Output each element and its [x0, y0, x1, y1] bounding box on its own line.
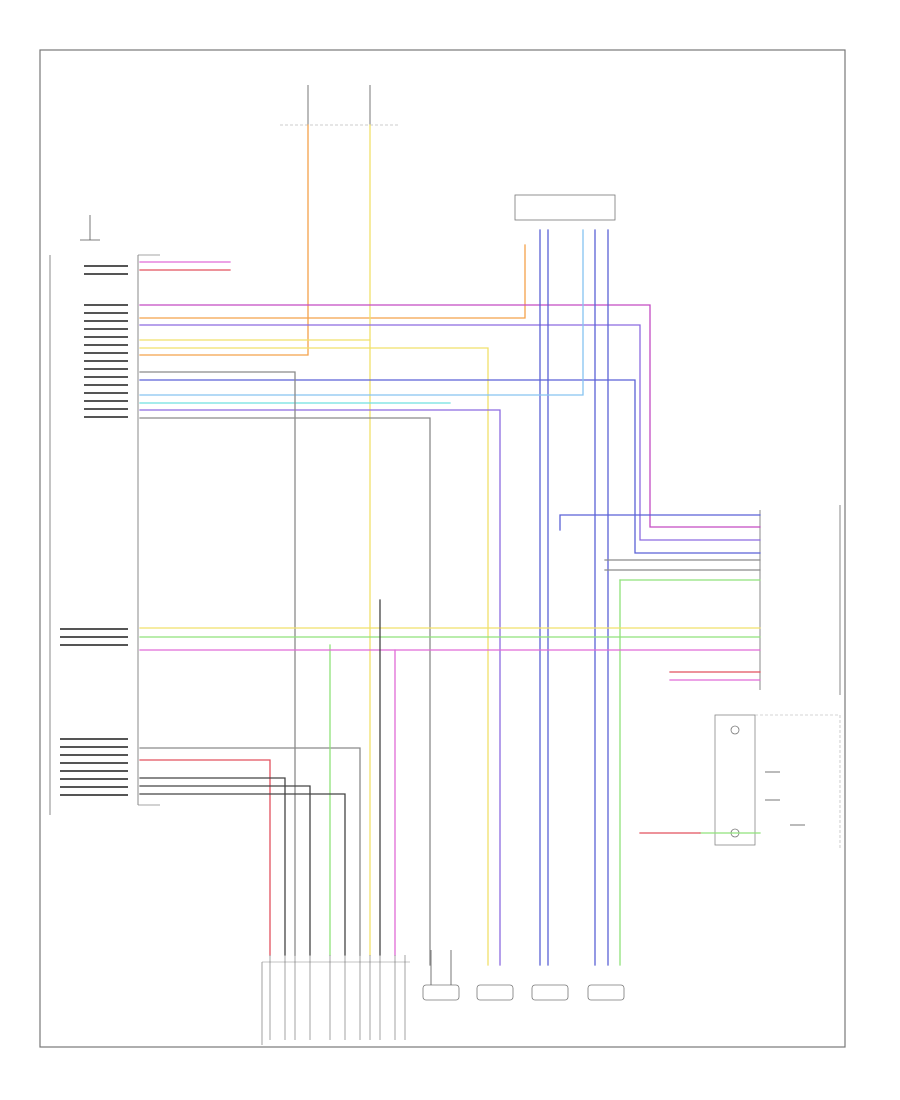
bottom-connector-pins [269, 955, 406, 1040]
wire-dark-1 [139, 777, 286, 956]
wire-gray-1 [139, 371, 296, 956]
wire-gray-2 [139, 417, 431, 966]
diagram-frame [39, 49, 846, 1048]
speaker-left-front [422, 950, 460, 1001]
wire-purple-2 [139, 409, 501, 966]
connector-box [514, 194, 616, 221]
wire-dark-2 [139, 785, 311, 956]
wire-orange-2 [139, 244, 526, 319]
wire-lightblue [139, 229, 584, 396]
speaker-left-rear [587, 984, 625, 1001]
wire-blue-6 [559, 514, 761, 531]
speaker-right-rear [531, 984, 569, 1001]
wire-blue-5 [139, 379, 761, 554]
speaker-right-front [476, 984, 514, 1001]
radio-unit [49, 254, 160, 815]
antenna-symbol [80, 215, 100, 241]
wire-dark-3 [139, 793, 346, 956]
wire-gray-5 [139, 747, 361, 956]
wire-magenta-1 [139, 304, 761, 528]
wire-group [139, 124, 761, 966]
rear-unit [759, 505, 841, 695]
wire-red-bottom [139, 759, 271, 956]
wire-orange [139, 124, 309, 356]
switch-assembly [714, 714, 841, 850]
wire-yellow-3 [139, 347, 489, 966]
fuse-feeds [280, 85, 400, 126]
wire-yellow [139, 124, 371, 341]
bottom-connector [261, 961, 410, 1045]
wire-purple-1 [139, 324, 761, 541]
